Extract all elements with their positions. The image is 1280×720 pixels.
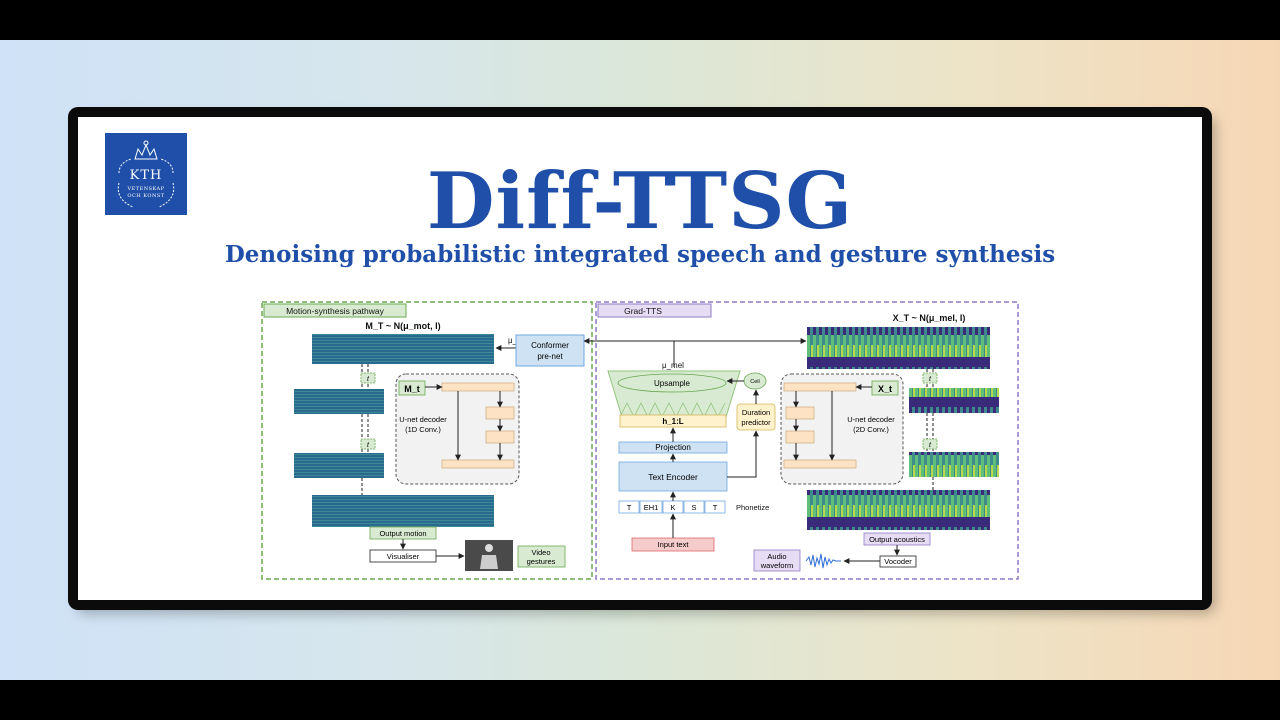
- m-t-label: M_t: [404, 384, 420, 394]
- visualiser-label: Visualiser: [387, 552, 420, 561]
- conformer-group: Conformer pre-net: [515, 334, 807, 367]
- motion-noise-heatmap: [312, 334, 494, 364]
- upsample-label: Upsample: [654, 379, 691, 388]
- motion-unet-top-block: [441, 382, 515, 392]
- architecture-diagram: Motion-synthesis pathway M_T ~ N(μ_mot, …: [261, 301, 1019, 580]
- phoneme-box: [639, 500, 663, 514]
- upsample-zigzag: [619, 402, 726, 418]
- upsample-ellipse: [617, 373, 727, 393]
- output-motion-label: Output motion: [379, 529, 426, 538]
- h-sequence-label: h_1:L: [662, 417, 683, 426]
- mel-unet-block-3: [785, 430, 815, 444]
- slide-content: KTH VETENSKAP OCH KONST Diff-TTSG Denois…: [78, 117, 1202, 600]
- h-sequence-box: [619, 414, 727, 428]
- logo-text: KTH: [129, 168, 163, 183]
- kth-logo: KTH VETENSKAP OCH KONST: [105, 133, 187, 215]
- phoneme-label: K: [670, 503, 675, 512]
- mel-unet-top-block: [783, 382, 857, 392]
- avatar-body-icon: [480, 555, 498, 569]
- motion-noise-formula: M_T ~ N(μ_mot, I): [365, 321, 440, 331]
- input-text-label: Input text: [658, 540, 690, 549]
- motion-pathway-border: [261, 301, 593, 580]
- motion-step-heatmap-1: [294, 389, 384, 414]
- phonetize-label: Phonetize: [736, 503, 769, 512]
- mel-decoder-label-1: U-net decoder: [847, 415, 895, 424]
- phoneme-label: T: [713, 503, 718, 512]
- logo-subtext-1: VETENSKAP: [127, 186, 165, 192]
- logo-subtext-2: OCH KONST: [127, 193, 165, 199]
- mel-decoder-label-2: (2D Conv.): [853, 425, 889, 434]
- text-encoder-label: Text Encoder: [648, 472, 698, 482]
- t-label-motion-1: t: [367, 376, 370, 383]
- grad-tts-label: Grad-TTS: [624, 306, 662, 316]
- slide-card: KTH VETENSKAP OCH KONST Diff-TTSG Denois…: [68, 107, 1212, 610]
- grad-tts-group: Grad-TTS X_T ~ N(μ_mel, I) μ_mel Upsampl…: [595, 301, 1019, 580]
- mel-unet-decoder-box: [780, 373, 904, 485]
- audio-label-2: waveform: [760, 561, 794, 570]
- phoneme-label: EH1: [644, 503, 659, 512]
- conformer-label-2: pre-net: [537, 352, 563, 361]
- mel-unet-block-2: [785, 406, 815, 420]
- ceil-label: Ceil: [750, 379, 759, 385]
- phoneme-box: [704, 500, 726, 514]
- video-gestures-label-1: Video: [531, 548, 550, 557]
- motion-unet-block-3: [485, 430, 515, 444]
- mel-output-spectrogram: [807, 490, 990, 530]
- mel-step-spectrogram-1: [909, 388, 999, 413]
- video-gestures-box: [517, 545, 566, 568]
- letterbox-bottom: [0, 680, 1280, 720]
- mel-noise-spectrogram: [807, 327, 990, 369]
- text-encoder-box: [618, 461, 728, 492]
- motion-pathway-label: Motion-synthesis pathway: [286, 306, 385, 316]
- motion-unet-block-2: [485, 406, 515, 420]
- letterbox-top: [0, 0, 1280, 40]
- motion-pathway-label-box: [263, 303, 407, 318]
- mel-unet-bottom-block: [783, 459, 857, 469]
- phoneme-box: [683, 500, 705, 514]
- phoneme-row: T EH1 K S T: [618, 500, 726, 514]
- grad-tts-border: [595, 301, 1019, 580]
- phoneme-label: T: [627, 503, 632, 512]
- motion-decoder-label-1: U-net decoder: [399, 415, 447, 424]
- audio-waveform-icon: [805, 553, 841, 569]
- grad-tts-label-box: [597, 303, 712, 318]
- mel-step-spectrogram-2: [909, 452, 999, 477]
- phoneme-label: S: [691, 503, 696, 512]
- video-gestures-label-2: gestures: [527, 557, 556, 566]
- vocoder-label: Vocoder: [884, 557, 912, 566]
- motion-decoder-label-2: (1D Conv.): [405, 425, 441, 434]
- audio-waveform-box: [753, 549, 801, 572]
- t-box-mel-1: [922, 372, 938, 384]
- conformer-label-1: Conformer: [531, 341, 569, 350]
- phoneme-box: [618, 500, 640, 514]
- m-t-box: [398, 380, 426, 396]
- motion-output-heatmap: [312, 495, 494, 527]
- x-t-label: X_t: [878, 384, 892, 394]
- page-title: Diff-TTSG: [426, 156, 854, 247]
- x-t-box: [871, 380, 899, 396]
- t-box-motion-1: [360, 372, 376, 384]
- avatar-head-icon: [485, 544, 493, 552]
- motion-unet-bottom-block: [441, 459, 515, 469]
- t-box-mel-2: [922, 438, 938, 450]
- duration-label-1: Duration: [742, 408, 770, 417]
- mu-mel-label: μ_mel: [662, 361, 684, 370]
- kth-crown-wreath-icon: [117, 140, 175, 208]
- conformer-box: [515, 334, 585, 367]
- output-acoustics-label: Output acoustics: [869, 535, 925, 544]
- t-label-motion-2: t: [367, 442, 370, 449]
- motion-step-heatmap-2: [294, 453, 384, 478]
- t-box-motion-2: [360, 438, 376, 450]
- t-label-mel-2: t: [929, 442, 932, 449]
- encoder-to-duration-arrow: [727, 430, 759, 478]
- t-label-mel-1: t: [929, 376, 932, 383]
- page-subtitle: Denoising probabilistic integrated speec…: [224, 241, 1056, 268]
- motion-pathway-group: Motion-synthesis pathway M_T ~ N(μ_mot, …: [261, 301, 593, 580]
- mel-noise-formula: X_T ~ N(μ_mel, I): [893, 313, 966, 323]
- projection-label: Projection: [655, 443, 691, 452]
- audio-label-1: Audio: [767, 552, 786, 561]
- duration-label-2: predictor: [741, 418, 771, 427]
